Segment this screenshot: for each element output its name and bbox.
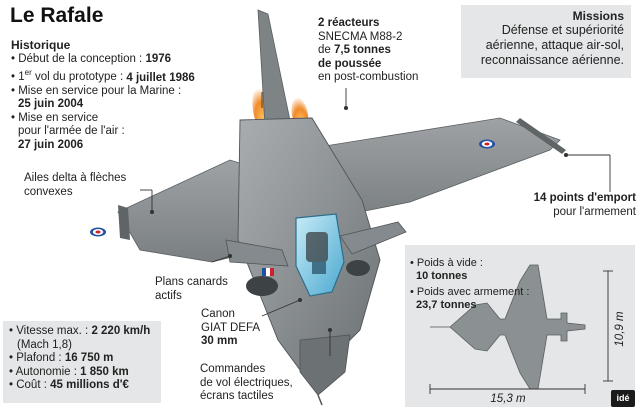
wings-label: Ailes delta à flèches convexes	[24, 172, 127, 198]
nose	[299, 334, 351, 396]
history-item: • Mise en service pour la Marine :25 jui…	[11, 84, 182, 111]
history-item: • Début de la conception : 1976	[11, 53, 172, 65]
roundel-left-wing	[90, 227, 106, 237]
armed-weight: • Poids avec armement : 23,7 tonnes	[410, 286, 530, 311]
height-dimension: 10,9 m	[614, 311, 626, 347]
controls-label: Commandes de vol électriques, écrans tac…	[200, 363, 293, 402]
planform-silhouette	[449, 264, 586, 390]
length-dimension: 15,3 m	[490, 393, 526, 405]
agency-logo: idé	[611, 390, 635, 407]
engines-label: 2 réacteurs SNECMA M88-2 de 7,5 tonnes d…	[318, 17, 419, 83]
flag-marking	[262, 268, 274, 276]
stat-row: • Autonomie : 1 850 km	[9, 365, 129, 378]
history-item: • Mise en service pour l'armée de l'air …	[11, 111, 125, 151]
history-list: • Début de la conception : 1976 • 1er vo…	[11, 53, 251, 152]
stat-row: • Coût : 45 millions d'€	[9, 379, 129, 392]
stats-panel: • Vitesse max. : 2 220 km/h (Mach 1,8) •…	[3, 321, 161, 403]
intake-right	[346, 260, 370, 276]
missions-heading: Missions	[572, 9, 624, 23]
empty-weight: • Poids à vide : 10 tonnes	[410, 257, 483, 282]
missile-left	[118, 205, 130, 240]
weights-panel: 10,9 m 15,3 m • Poids à vide : 10 tonnes…	[405, 245, 635, 407]
missions-panel: Missions Défense et supériorité aérienne…	[461, 5, 631, 78]
canard-right	[339, 221, 407, 255]
stat-row: • Vitesse max. : 2 220 km/h	[9, 325, 151, 337]
missile-right	[516, 118, 566, 154]
page-title: Le Rafale	[10, 4, 104, 27]
canon-label: Canon GIAT DEFA 30 mm	[201, 308, 261, 347]
canards-label: Plans canards actifs	[155, 276, 228, 302]
stat-row: • Plafond : 16 750 m	[9, 352, 114, 365]
stat-row: (Mach 1,8)	[17, 338, 72, 351]
intake-left	[246, 276, 278, 296]
history-heading: Historique	[11, 38, 71, 52]
planform-diagram: 10,9 m 15,3 m	[429, 264, 626, 405]
history-item: • 1er vol du prototype : 4 juillet 1986	[11, 68, 195, 84]
hardpoints-label: 14 points d'emport pour l'armement	[533, 192, 636, 218]
roundel-right-wing	[479, 139, 495, 149]
